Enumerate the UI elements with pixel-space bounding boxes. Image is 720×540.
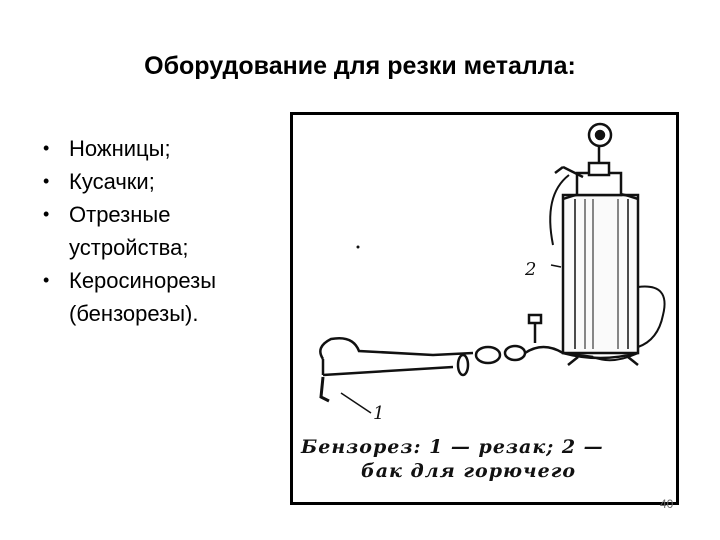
fuel-tank — [549, 122, 666, 366]
leader-line-1 — [340, 392, 372, 414]
leader-line-2 — [550, 264, 562, 268]
caption-line-2: бак для горючего — [361, 460, 577, 482]
bullet-item: • Керосинорезы (бензорезы). — [40, 264, 290, 330]
figure-label-2: 2 — [524, 259, 536, 280]
cutter-torch — [319, 313, 639, 403]
bullet-dot: • — [43, 204, 50, 224]
bullet-text: Ножницы; — [69, 136, 171, 161]
slide-number: 40 — [660, 497, 674, 511]
bullet-text: Керосинорезы (бензорезы). — [69, 268, 217, 326]
bullet-text: Кусачки; — [69, 169, 155, 194]
bullet-item: • Отрезные устройства; — [40, 198, 290, 264]
kerosene-cutter-figure: 1 2 Бензорез: 1 — резак; 2 — бак для гор… — [290, 112, 679, 505]
bullet-list: • Ножницы; • Кусачки; • Отрезные устройс… — [40, 132, 290, 330]
kerosene-cutter-drawing: 1 2 — [319, 122, 666, 424]
bullet-item: • Ножницы; — [40, 132, 290, 165]
figure-label-1: 1 — [373, 403, 384, 424]
bullet-dot: • — [43, 171, 50, 191]
slide-title: Оборудование для резки металла: — [144, 52, 576, 80]
bullet-text: Отрезные устройства; — [69, 202, 189, 260]
caption-line-1: Бензорез: 1 — резак; 2 — — [301, 436, 604, 458]
bullet-dot: • — [43, 270, 50, 290]
bullet-item: • Кусачки; — [40, 165, 290, 198]
figure-caption: Бензорез: 1 — резак; 2 — бак для горючег… — [301, 435, 671, 483]
bullet-dot: • — [43, 138, 50, 158]
